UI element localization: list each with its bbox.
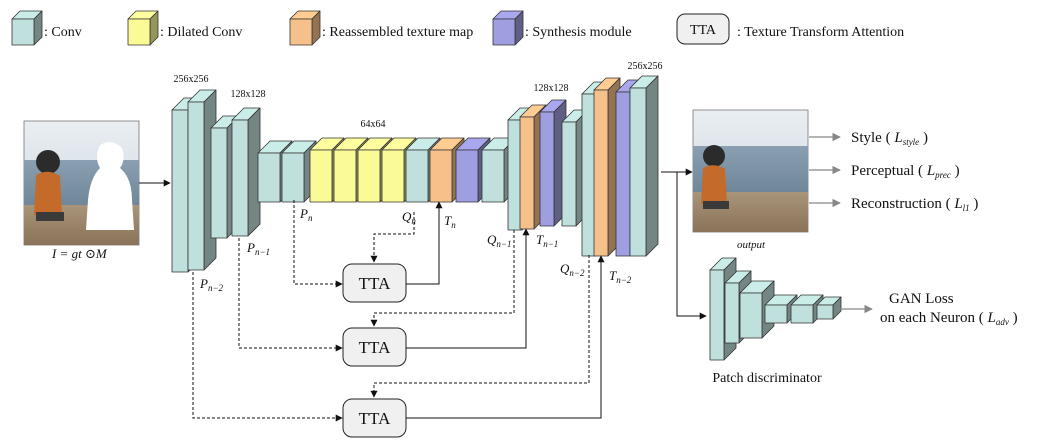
legend-dilated-icon <box>127 10 159 46</box>
network-blocks <box>171 75 842 361</box>
svg-text:TTA: TTA <box>359 274 391 293</box>
tta-box-2: TTA <box>342 327 407 367</box>
size-label-64: 64x64 <box>361 119 386 130</box>
legend: : Conv : Dilated Conv : Reassembled textur… <box>11 10 904 46</box>
gan-loss-line2: on each Neuron ( Ladv ) <box>880 310 1018 327</box>
legend-tta-text: : Texture Transform Attention <box>737 25 904 40</box>
label-p-n1: Pn−1 <box>246 240 270 257</box>
output-image <box>692 109 809 233</box>
output-label: output <box>737 239 766 251</box>
legend-tta-box <box>676 13 730 45</box>
legend-tta-box-label: TTA <box>690 23 717 38</box>
size-label-256-decoder: 256x256 <box>628 61 663 72</box>
label-p-n2: Pn−2 <box>199 276 224 293</box>
tta-box-3: TTA <box>342 398 407 438</box>
loss-style: Style ( Lstyle ) <box>851 130 928 147</box>
disc-conv-4 <box>764 294 798 324</box>
legend-conv-icon <box>11 10 43 46</box>
encoder-conv-128-b <box>231 107 261 237</box>
main-flow <box>139 168 707 320</box>
decoder-conv-256-b <box>629 75 659 257</box>
size-label-128-decoder: 128x128 <box>534 83 569 94</box>
discriminator-label: Patch discriminator <box>712 371 822 386</box>
label-q-n1: Qn−1 <box>487 232 511 249</box>
input-label: I = gt ⊙M <box>51 246 108 261</box>
label-q-n: Qn <box>402 209 416 226</box>
loss-perceptual: Perceptual ( Lprec ) <box>851 163 960 180</box>
disc-conv-6 <box>816 296 842 320</box>
legend-conv-text: : Conv <box>44 25 82 40</box>
loss-reconstruction: Reconstruction ( Ll1 ) <box>851 196 978 213</box>
legend-synthesis-text: : Synthesis module <box>525 25 632 40</box>
label-q-n2: Qn−2 <box>560 261 585 278</box>
svg-text:TTA: TTA <box>359 338 391 357</box>
legend-synthesis-icon <box>492 10 524 46</box>
tta-connections <box>192 200 605 422</box>
label-t-n1: Tn−1 <box>536 232 558 249</box>
size-label-256-encoder: 256x256 <box>174 74 209 85</box>
gan-loss-line1: GAN Loss <box>889 291 954 307</box>
loss-arrows <box>809 132 873 314</box>
label-p-n: Pn <box>299 206 313 223</box>
input-image <box>23 120 140 246</box>
size-label-128-encoder: 128x128 <box>231 89 266 100</box>
legend-dilated-text: : Dilated Conv <box>160 25 242 40</box>
svg-text:TTA: TTA <box>359 409 391 428</box>
label-t-n: Tn <box>444 213 456 230</box>
label-t-n2: Tn−2 <box>609 268 632 285</box>
legend-texture-text: : Reassembled texture map <box>322 25 473 40</box>
legend-texture-icon <box>289 10 321 46</box>
tta-box-1: TTA <box>342 263 407 303</box>
